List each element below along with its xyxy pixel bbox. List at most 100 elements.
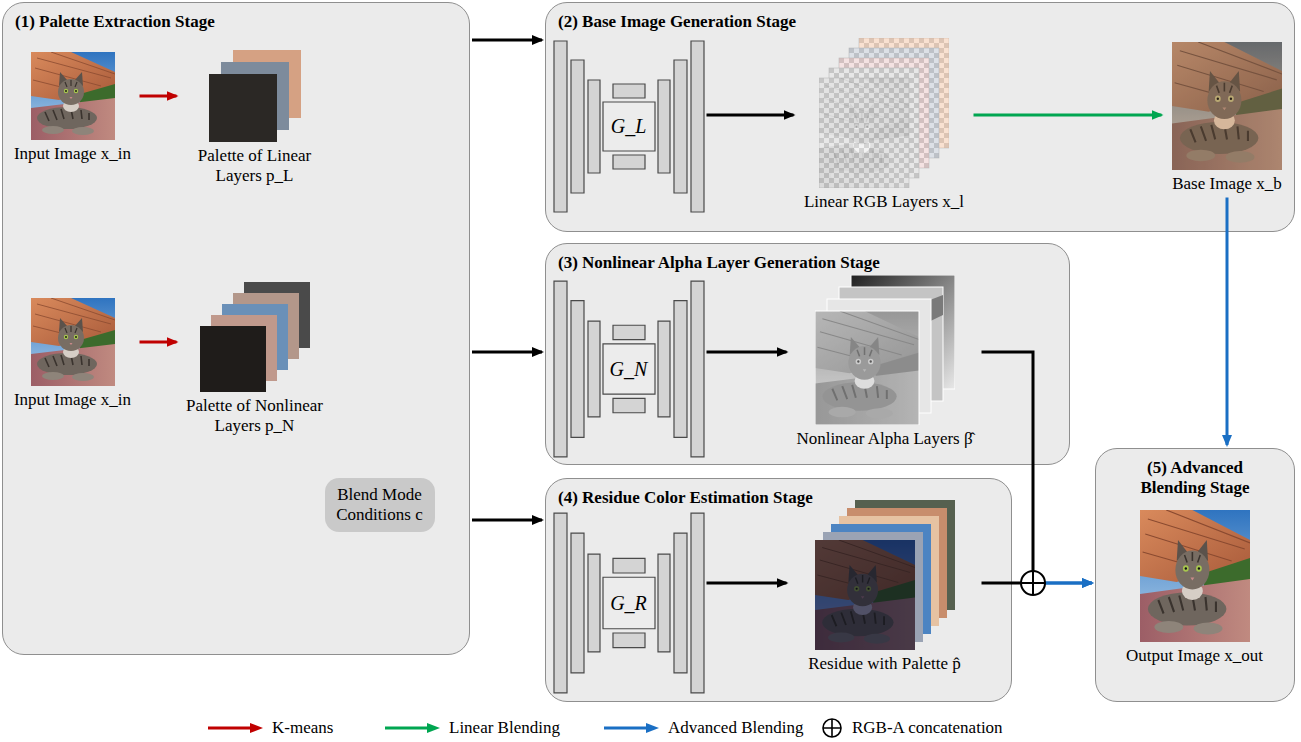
network-layers — [554, 513, 704, 693]
illustration-art — [815, 500, 955, 650]
legend-item: K-means — [208, 716, 333, 740]
condition-label: Blend Mode Conditions c — [331, 485, 429, 525]
illustration-art — [31, 52, 115, 140]
stage-panel: (3) Nonlinear Alpha Layer Generation Sta… — [545, 243, 1070, 465]
connector-segment — [982, 582, 1022, 585]
image-caption: Input Image x_in — [8, 390, 138, 410]
connector-segment — [472, 351, 542, 354]
image-caption: Output Image x_out — [1120, 646, 1270, 666]
legend-symbol — [820, 717, 844, 739]
image-caption: Input Image x_in — [8, 144, 138, 164]
legend-swatch — [208, 720, 264, 736]
connector-arrow — [974, 115, 1162, 116]
legend-swatch — [385, 720, 441, 736]
image-caption: Residue with Palette p̂ — [790, 654, 980, 674]
illustration — [31, 298, 115, 386]
legend-swatch — [604, 720, 660, 736]
legend-label: K-means — [272, 718, 333, 738]
connector-segment — [472, 39, 542, 42]
connector-segment — [707, 114, 794, 117]
connector-arrow — [982, 352, 1093, 583]
generator-network: G_R — [553, 512, 705, 694]
condition-box: Blend Mode Conditions c — [325, 478, 435, 532]
concat-circle — [1021, 571, 1045, 595]
illustration — [1140, 510, 1250, 642]
connector-segment — [1045, 582, 1092, 585]
stage-panel: (5) Advanced Blending StageOutput Image … — [1095, 448, 1295, 702]
illustration-art — [1140, 510, 1250, 642]
connector-arrow — [707, 583, 787, 584]
illustration-art — [200, 282, 310, 392]
legend-item: Advanced Blending — [604, 716, 804, 740]
illustration — [1172, 42, 1282, 170]
legend-item: Linear Blending — [385, 716, 560, 740]
stage-panel: (1) Palette Extraction StageInput Image … — [2, 2, 470, 655]
network-layers — [554, 281, 704, 457]
illustration — [31, 52, 115, 140]
connector-segment — [974, 114, 1162, 117]
connector-arrow — [140, 96, 177, 97]
connector-arrow — [472, 352, 542, 353]
connector-segment — [1226, 198, 1229, 446]
connector-arrow — [982, 583, 1093, 584]
connector-segment — [472, 519, 542, 522]
connector-arrow — [1227, 198, 1228, 446]
generator-name: G_R — [610, 591, 647, 615]
image-caption: Nonlinear Alpha Layers β̂ — [790, 429, 980, 449]
input-image: Input Image x_in — [8, 298, 138, 410]
connector-segment — [707, 351, 787, 354]
generator-network: G_N — [553, 280, 705, 458]
swatch-head — [427, 723, 440, 733]
swatch-line — [385, 727, 429, 730]
symbol-circle — [823, 719, 841, 737]
connector-segment — [1045, 582, 1092, 585]
connector-segment — [140, 95, 177, 98]
image-caption: Palette of Linear Layers p_L — [180, 146, 330, 186]
output-image: Output Image x_out — [1120, 510, 1270, 666]
connector-arrow — [707, 115, 794, 116]
illustration-art — [209, 50, 301, 142]
illustration-art — [1172, 42, 1282, 170]
stage-heading: (3) Nonlinear Alpha Layer Generation Sta… — [546, 244, 1069, 273]
legend: K-means Linear Blending Advanced Blending R… — [0, 716, 1301, 740]
connector-segment — [982, 352, 1034, 571]
symbol-cross — [823, 719, 841, 737]
palette-stack: Palette of Nonlinear Layers p_N — [180, 282, 330, 436]
connector-arrow — [472, 520, 542, 521]
connector-arrow — [707, 352, 787, 353]
stage-heading: (1) Palette Extraction Stage — [3, 3, 469, 32]
stage-heading: (2) Base Image Generation Stage — [546, 3, 1294, 32]
image-caption: Linear RGB Layers x_l — [797, 192, 972, 212]
illustration-art — [819, 38, 949, 188]
stage-heading: (5) Advanced Blending Stage — [1120, 449, 1270, 498]
layer-stack: Linear RGB Layers x_l — [797, 38, 972, 212]
illustration — [209, 50, 301, 142]
generator-name: G_L — [611, 114, 647, 138]
connector-segment — [140, 341, 177, 344]
legend-item: RGB-A concatenation — [820, 716, 1003, 740]
connector-segment — [707, 582, 787, 585]
generator-network: G_L — [553, 40, 705, 213]
swatch-head — [646, 723, 659, 733]
legend-label: Advanced Blending — [668, 718, 804, 738]
illustration — [200, 282, 310, 392]
swatch-head — [250, 723, 263, 733]
network-layers — [554, 41, 704, 212]
concat-symbol — [1021, 571, 1045, 595]
layer-stack: Nonlinear Alpha Layers β̂ — [790, 275, 980, 449]
concat-cross — [1021, 571, 1045, 595]
generator-name: G_N — [610, 357, 648, 381]
illustration — [815, 275, 955, 425]
image-caption: Palette of Nonlinear Layers p_N — [180, 396, 330, 436]
illustration — [815, 500, 955, 650]
illustration — [819, 38, 949, 188]
stage-heading: (4) Residue Color Estimation Stage — [546, 479, 1011, 508]
connector-arrow — [472, 40, 542, 41]
palette-stack: Palette of Linear Layers p_L — [180, 50, 330, 186]
image-caption: Base Image x_b — [1165, 174, 1290, 194]
illustration-art — [31, 298, 115, 386]
legend-label: Linear Blending — [449, 718, 560, 738]
connector-arrow — [140, 342, 177, 343]
